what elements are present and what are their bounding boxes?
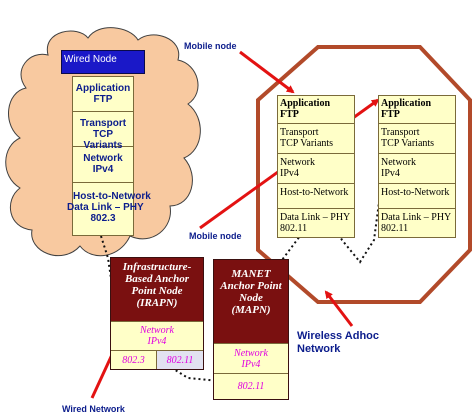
irapn-link-802-3: 802.3 bbox=[111, 350, 157, 369]
wireless-adhoc-network-octagon bbox=[256, 45, 472, 304]
wired-node-title-box bbox=[61, 50, 145, 74]
mobile-node-mid-label: Mobile node bbox=[189, 231, 242, 241]
mobile-node-top-label: Mobile node bbox=[184, 41, 237, 51]
mobile-2-host-to-network-layer: Host-to-Network bbox=[379, 184, 455, 209]
irapn-link-802-11: 802.11 bbox=[157, 350, 203, 369]
mapn-link-802-11: 802.11 bbox=[214, 373, 288, 399]
wired-node-title: Wired Node bbox=[64, 54, 117, 65]
mobile-1-host-to-network-layer: Host-to-Network bbox=[278, 184, 354, 209]
wired-network-label: Wired Network bbox=[62, 404, 125, 414]
wireless-adhoc-arrow bbox=[324, 290, 354, 327]
mobile-node-top-arrow bbox=[239, 50, 295, 94]
